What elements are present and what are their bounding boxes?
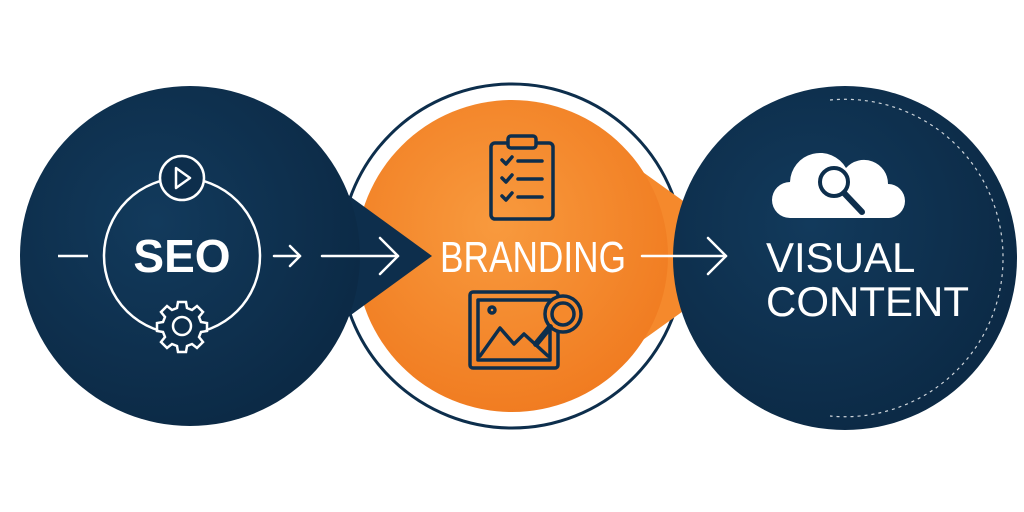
branding-stage [356, 100, 668, 412]
visual-content-stage [673, 86, 1017, 430]
cloud-search-icon [772, 152, 905, 218]
seo-stage [20, 86, 360, 426]
flow-arrow-2 [640, 236, 728, 276]
content-label: CONTENT [766, 278, 969, 325]
clipboard-checklist-icon [489, 134, 555, 221]
image-search-icon [468, 290, 583, 370]
visual-label: VISUAL [766, 234, 915, 281]
gear-icon [155, 300, 209, 354]
flow-arrow-1 [320, 236, 400, 276]
seo-label: SEO [133, 230, 230, 282]
branding-label: BRANDING [440, 233, 626, 282]
play-icon [158, 154, 206, 202]
arrow-right-icon [272, 244, 302, 268]
